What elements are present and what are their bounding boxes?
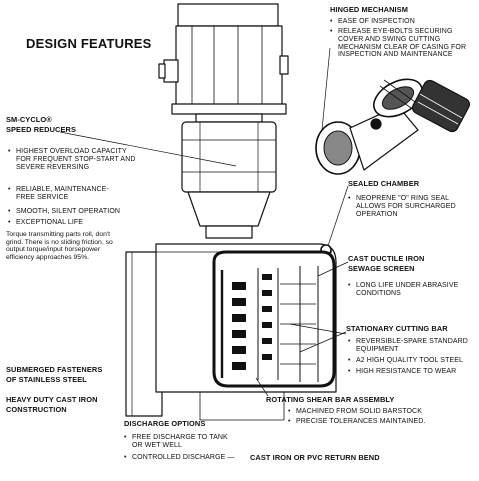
cyclo-item-2: RELIABLE, MAINTENANCE-FREE SERVICE <box>8 186 126 202</box>
screen-heading-line2: SEWAGE SCREEN <box>348 264 415 273</box>
cyclo-note: Torque transmitting parts roll, don't gr… <box>6 231 113 261</box>
cyclo-item-4: EXCEPTIONAL LIFE <box>8 219 156 227</box>
return-bend-label: CAST IRON OR PVC RETURN BEND <box>250 453 380 462</box>
shear-bar-heading: ROTATING SHEAR BAR ASSEMBLY <box>266 395 395 404</box>
hinged-mechanism-heading: HINGED MECHANISM <box>330 5 408 14</box>
sealed-chamber-heading: SEALED CHAMBER <box>348 179 420 188</box>
discharge-item-2: CONTROLLED DISCHARGE — <box>124 454 262 462</box>
cutting-item-3: HIGH RESISTANCE TO WEAR <box>348 368 478 376</box>
shear-item-1: MACHINED FROM SOLID BARSTOCK <box>288 408 476 416</box>
cast-iron-heading-line2: CONSTRUCTION <box>6 405 67 414</box>
cyclo-item-3: SMOOTH, SILENT OPERATION <box>8 208 156 216</box>
discharge-heading: DISCHARGE OPTIONS <box>124 419 206 428</box>
shear-item-2: PRECISE TOLERANCES MAINTAINED. <box>288 418 476 426</box>
hinged-mechanism-inset <box>315 78 471 175</box>
cyclo-item-1: HIGHEST OVERLOAD CAPACITY FOR FREQUENT S… <box>8 148 136 171</box>
cast-iron-heading-line1: HEAVY DUTY CAST IRON <box>6 395 98 404</box>
cyclo-heading-line2: SPEED REDUCERS <box>6 125 76 134</box>
cutting-bar-heading: STATIONARY CUTTING BAR <box>346 324 448 333</box>
cutting-item-1: REVERSIBLE-SPARE STANDARD EQUIPMENT <box>348 338 478 354</box>
speed-reducer <box>181 121 277 239</box>
screen-heading-line1: CAST DUCTILE IRON <box>348 254 425 263</box>
cutting-item-2: A2 HIGH QUALITY TOOL STEEL <box>348 357 478 365</box>
motor <box>158 3 289 123</box>
sewage-screen-cutaway <box>212 250 336 388</box>
fasteners-heading-line1: SUBMERGED FASTENERS <box>6 365 103 374</box>
hinged-item-1: EASE OF INSPECTION <box>330 18 474 26</box>
fasteners-heading-line2: OF STAINLESS STEEL <box>6 375 87 384</box>
leader-lines <box>59 47 349 397</box>
hinged-item-2: RELEASE EYE-BOLTS SECURING COVER AND SWI… <box>330 28 478 59</box>
page-title: DESIGN FEATURES <box>26 36 152 51</box>
screen-item-1: LONG LIFE UNDER ABRASIVE CONDITIONS <box>348 282 466 298</box>
discharge-item-1: FREE DISCHARGE TO TANK OR WET WELL <box>124 434 228 450</box>
cyclo-heading-line1: SM-CYCLO® <box>6 115 52 124</box>
sealed-item-1: NEOPRENE "O" RING SEAL ALLOWS FOR SURCHA… <box>348 195 476 218</box>
